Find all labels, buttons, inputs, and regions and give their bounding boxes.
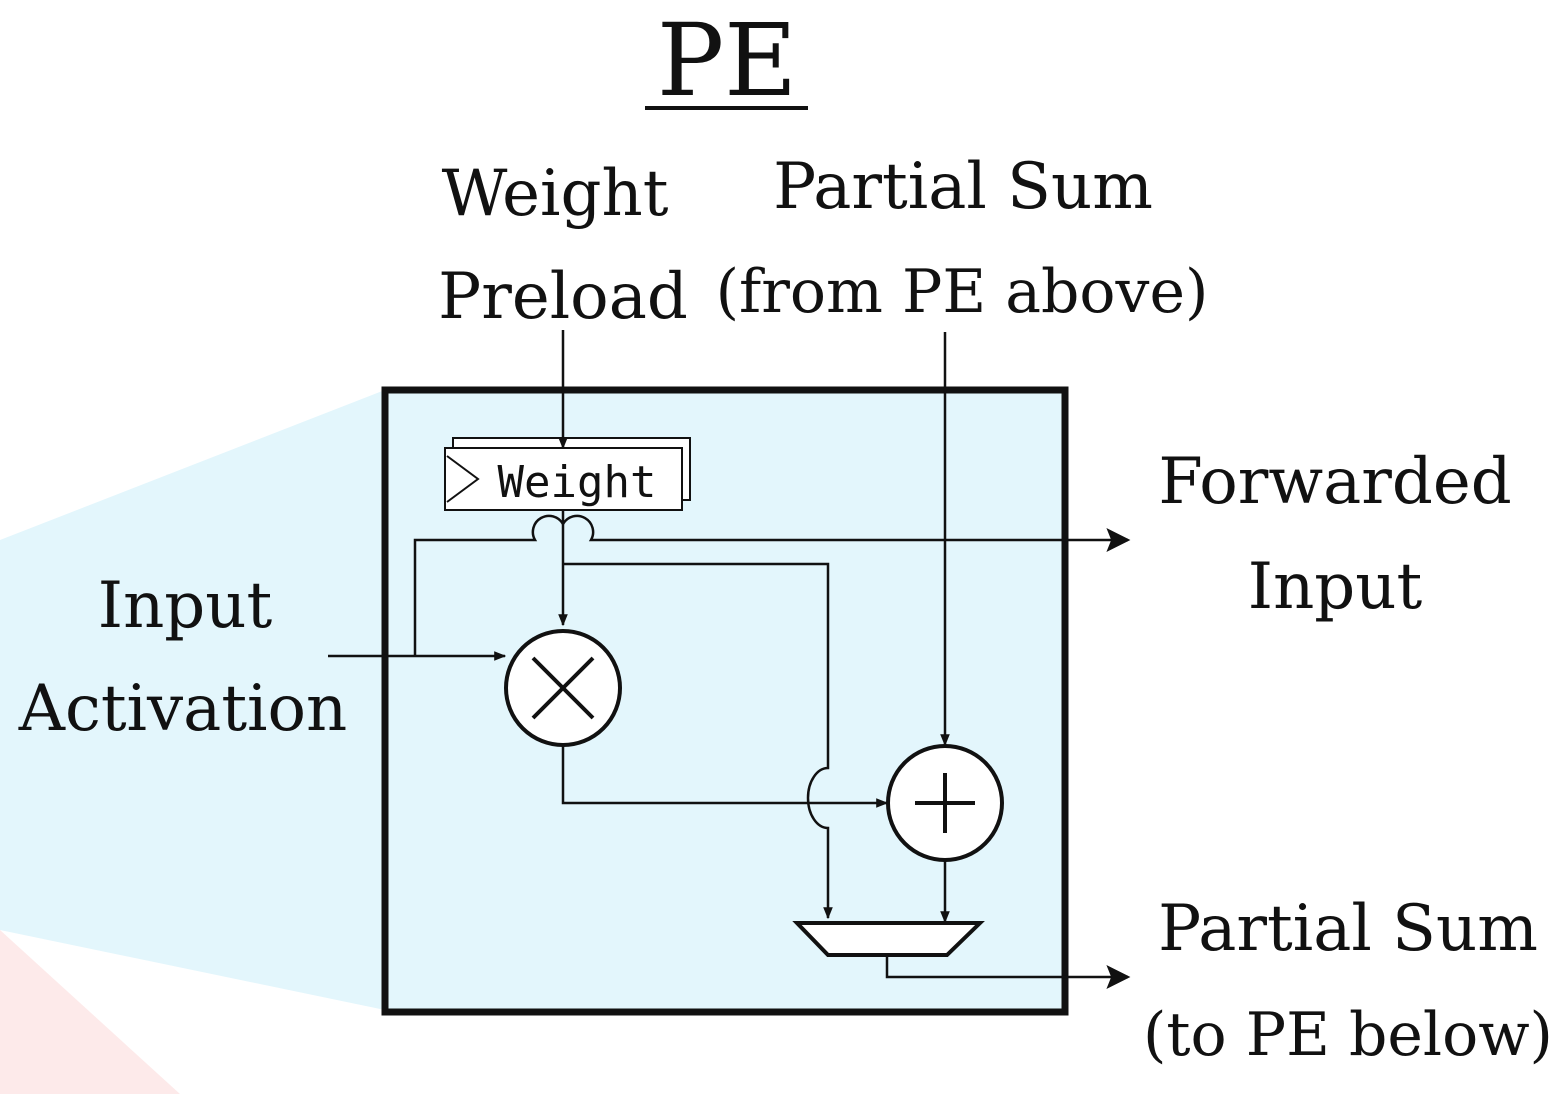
weight-register: Weight [444,437,691,511]
partial-sum-out-label-2: (to PE below) [1143,1000,1553,1070]
zoom-wedge-cyan [0,390,385,1010]
partial-sum-out-label: Partial Sum [1158,892,1538,966]
forwarded-input-label: Forwarded [1158,445,1511,519]
clock-triangle-icon [446,455,480,503]
weight-register-label: Weight [498,457,657,508]
forwarded-input-label-2: Input [1248,550,1423,624]
multiply-icon [504,629,622,747]
weight-preload-label-2: Preload [438,260,688,334]
plus-icon [886,744,1004,862]
weight-preload-label: Weight [442,157,669,231]
partial-sum-in-label: Partial Sum [773,150,1153,224]
zoom-wedge-pink [0,930,180,1094]
mux-trapezoid-icon [792,921,985,957]
input-activation-label: Input [98,569,273,643]
pe-title: PE [657,2,797,119]
input-activation-label-2: Activation [18,672,348,746]
partial-sum-in-label-2: (from PE above) [716,257,1209,327]
